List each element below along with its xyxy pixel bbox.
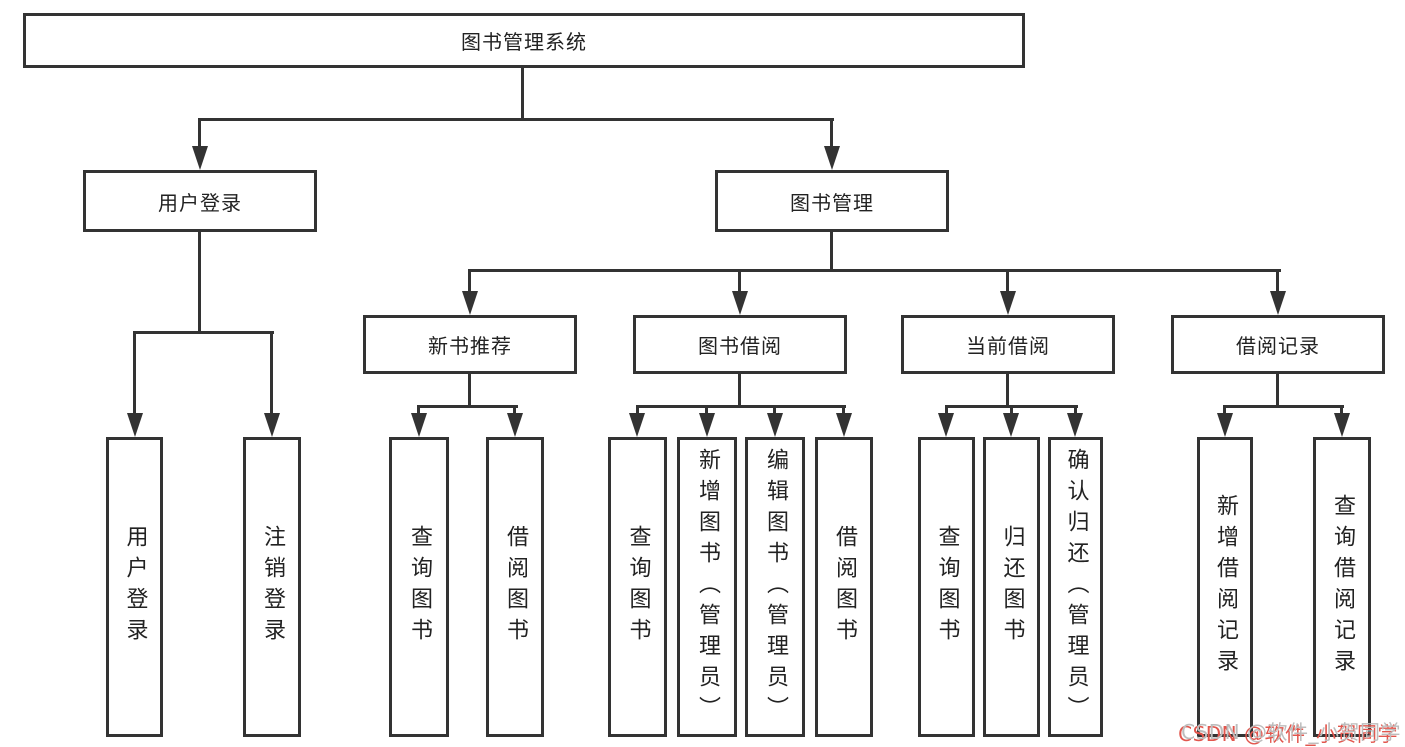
arrow-down-icon <box>1217 413 1233 437</box>
arrow-down-icon <box>1334 413 1350 437</box>
arrow-down-icon <box>127 413 143 437</box>
node-current-borrow: 当前借阅 <box>901 315 1115 374</box>
connector-to-book-management <box>830 118 833 152</box>
connector-leaf-line <box>636 405 639 417</box>
node-book-management-label: 图书管理 <box>790 190 874 215</box>
connector-leaf-line <box>773 405 776 417</box>
connector-nbr-branch <box>417 405 518 408</box>
connector-bb-stem <box>738 374 741 408</box>
node-book-management: 图书管理 <box>715 170 949 232</box>
connector-leaf-line <box>705 405 708 417</box>
connector-nbr-stem <box>468 374 471 408</box>
arrow-down-icon <box>507 413 523 437</box>
leaf-nbr-borrow-books: 借阅图书 <box>486 437 544 737</box>
connector-user-login-stem <box>198 232 201 334</box>
connector-user-login-branch <box>133 331 274 334</box>
connector-leaf-line <box>945 405 948 417</box>
leaf-cb-return-books: 归还图书 <box>983 437 1040 737</box>
connector-cb-stem <box>1006 374 1009 408</box>
connector-leaf-line <box>417 405 420 417</box>
leaf-bb-edit-books-admin-label: 编辑图书（管理员） <box>763 447 788 727</box>
leaf-cb-return-books-label: 归还图书 <box>999 525 1025 649</box>
arrow-down-icon <box>938 413 954 437</box>
node-book-borrow: 图书借阅 <box>633 315 847 374</box>
leaf-cb-confirm-return-admin: 确认归还（管理员） <box>1048 437 1103 737</box>
leaf-cb-query-books-label: 查询图书 <box>934 525 960 649</box>
node-root-label: 图书管理系统 <box>461 30 587 54</box>
connector-leaf-line <box>842 405 845 417</box>
arrow-down-icon <box>767 413 783 437</box>
connector-root-branch <box>198 118 834 121</box>
arrow-down-icon <box>824 146 840 170</box>
leaf-bb-query-books-label: 查询图书 <box>625 525 651 649</box>
leaf-nbr-query-books: 查询图书 <box>389 437 449 737</box>
leaf-bb-borrow-books-label: 借阅图书 <box>832 525 857 649</box>
connector-to-book-borrow <box>738 269 741 295</box>
arrow-down-icon <box>1000 291 1016 315</box>
arrow-down-icon <box>629 413 645 437</box>
leaf-br-add-record-label: 新增借阅记录 <box>1213 494 1238 680</box>
arrow-down-icon <box>1067 413 1083 437</box>
watermark: CSDN @软件_小贺同学 <box>1181 720 1401 744</box>
node-borrow-records: 借阅记录 <box>1171 315 1385 374</box>
leaf-br-add-record: 新增借阅记录 <box>1197 437 1253 737</box>
leaf-logout-label: 注销登录 <box>260 525 285 649</box>
leaf-logout: 注销登录 <box>243 437 301 737</box>
arrow-down-icon <box>699 413 715 437</box>
connector-leaf-line <box>1074 405 1077 417</box>
leaf-nbr-query-books-label: 查询图书 <box>407 525 432 649</box>
leaf-cb-confirm-return-admin-label: 确认归还（管理员） <box>1063 447 1089 727</box>
arrow-down-icon <box>462 291 478 315</box>
arrow-down-icon <box>192 146 208 170</box>
connector-book-mgmt-branch <box>468 269 1281 272</box>
node-new-book-recommend-label: 新书推荐 <box>428 334 512 358</box>
leaf-cb-query-books: 查询图书 <box>918 437 975 737</box>
leaf-bb-query-books: 查询图书 <box>608 437 667 737</box>
connector-to-borrow-records <box>1276 269 1279 295</box>
connector-root-stem <box>521 68 524 121</box>
connector-book-mgmt-stem <box>830 232 833 272</box>
connector-to-leaf-login <box>133 331 136 415</box>
leaf-bb-edit-books-admin: 编辑图书（管理员） <box>745 437 805 737</box>
arrow-down-icon <box>1270 291 1286 315</box>
connector-leaf-line <box>513 405 516 417</box>
connector-to-user-login <box>198 118 201 152</box>
arrow-down-icon <box>836 413 852 437</box>
arrow-down-icon <box>264 413 280 437</box>
leaf-br-query-record: 查询借阅记录 <box>1313 437 1371 737</box>
leaf-br-query-record-label: 查询借阅记录 <box>1330 494 1355 680</box>
connector-br-branch <box>1223 405 1344 408</box>
node-book-borrow-label: 图书借阅 <box>698 334 782 358</box>
node-user-login-label: 用户登录 <box>158 190 242 215</box>
leaf-bb-add-books-admin: 新增图书（管理员） <box>677 437 737 737</box>
connector-leaf-line <box>1010 405 1013 417</box>
node-user-login: 用户登录 <box>83 170 317 232</box>
arrow-down-icon <box>411 413 427 437</box>
arrow-down-icon <box>1003 413 1019 437</box>
node-root: 图书管理系统 <box>23 13 1025 68</box>
connector-bb-branch <box>636 405 846 408</box>
connector-br-stem <box>1276 374 1279 408</box>
arrow-down-icon <box>732 291 748 315</box>
leaf-bb-borrow-books: 借阅图书 <box>815 437 873 737</box>
connector-leaf-line <box>1340 405 1343 417</box>
leaf-user-login-label: 用户登录 <box>122 525 148 649</box>
node-new-book-recommend: 新书推荐 <box>363 315 577 374</box>
leaf-user-login: 用户登录 <box>106 437 163 737</box>
node-borrow-records-label: 借阅记录 <box>1236 334 1320 358</box>
connector-to-new-book-recommend <box>468 269 471 295</box>
node-current-borrow-label: 当前借阅 <box>966 334 1050 358</box>
connector-to-current-borrow <box>1006 269 1009 295</box>
leaf-nbr-borrow-books-label: 借阅图书 <box>503 525 528 649</box>
connector-leaf-line <box>1223 405 1226 417</box>
leaf-bb-add-books-admin-label: 新增图书（管理员） <box>695 447 720 727</box>
connector-to-leaf-logout <box>270 331 273 415</box>
